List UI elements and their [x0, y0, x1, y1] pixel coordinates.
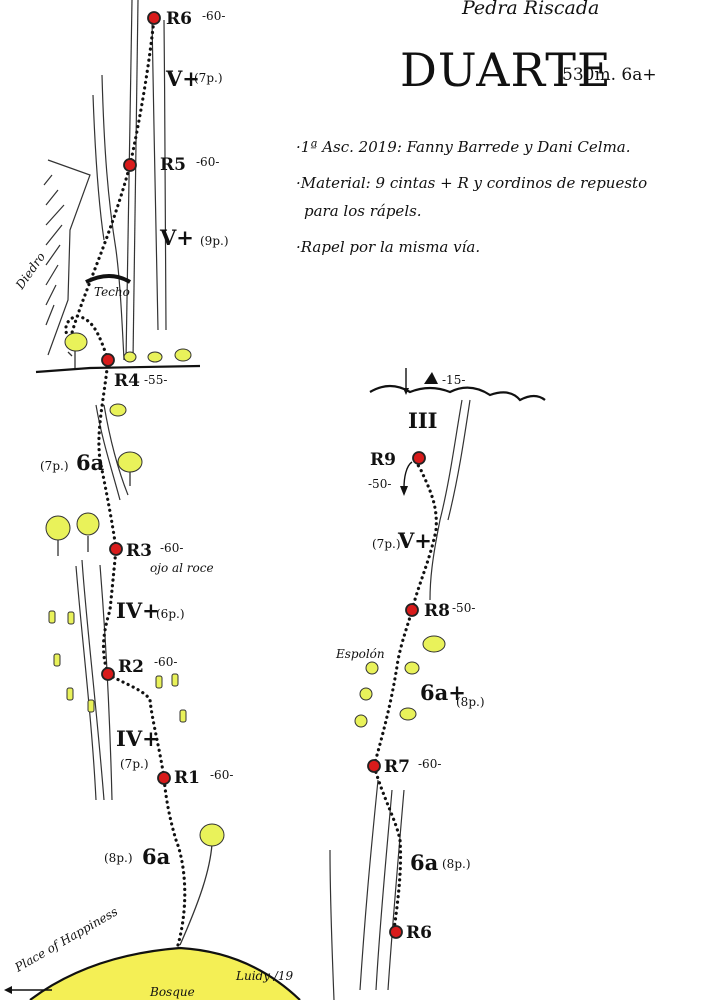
belay-r6-distance: -60- — [202, 9, 225, 23]
belay-r1-distance: -60- — [210, 768, 233, 782]
note-material: ·Material: 9 cintas + R y cordinos de re… — [296, 174, 647, 192]
belay-r8-distance: -50- — [452, 601, 475, 615]
belay-r9-label: R9 — [370, 450, 396, 470]
rope-pitch-4 — [97, 358, 118, 551]
right-rock-lines — [329, 368, 546, 1000]
forest-outline — [29, 946, 301, 1000]
rappel-arrow-line — [403, 461, 413, 489]
belay-r9-icon — [412, 451, 426, 465]
pitch-3-grade: IV+ — [116, 598, 160, 623]
route-title: DUARTE — [400, 43, 612, 97]
belay-r8-icon — [405, 603, 419, 617]
roof-label: Techo — [94, 285, 130, 299]
pitch-4-grade: 6a — [76, 450, 105, 475]
pitch-2-grade: IV+ — [116, 726, 160, 751]
rope-pitch-2 — [106, 672, 166, 780]
belay-r7-distance: -60- — [418, 757, 441, 771]
rope-pitch-1 — [162, 776, 187, 947]
pitch-7-bolts: (8p.) — [442, 857, 471, 871]
place-arrow-icon — [4, 986, 12, 994]
signature: Luidy /19 — [235, 969, 293, 983]
belay-r4-icon — [101, 353, 115, 367]
pitch-5-bolts: (9p.) — [200, 234, 229, 248]
pitch-8-bolts: (8p.) — [456, 695, 485, 709]
belay-r3-label: R3 — [126, 541, 152, 561]
note-material-cont: para los rápels. — [304, 202, 422, 220]
forest-label: Bosque — [149, 985, 195, 999]
spur-label: Espolón — [335, 647, 385, 661]
belay-r4-label: R4 — [114, 371, 140, 391]
pitch-7-grade: 6a — [410, 850, 439, 875]
left-trees — [45, 332, 225, 946]
belay-r2-distance: -60- — [154, 655, 177, 669]
belay-r3-icon — [109, 542, 123, 556]
belay-r5-distance: -60- — [196, 155, 219, 169]
belay-r7-label: R7 — [384, 757, 410, 777]
pitch-4-bolts: (7p.) — [40, 459, 69, 473]
right-shrubs — [354, 635, 446, 728]
pitch-10-grade: III — [408, 408, 437, 433]
pitch-9-grade: V+ — [397, 528, 432, 553]
belay-r1-label: R1 — [174, 768, 200, 788]
pitch-1-bolts: (8p.) — [104, 851, 133, 865]
rope-pitch-5 — [64, 163, 132, 362]
note-first-ascent: ·1ª Asc. 2019: Fanny Barrede y Dani Celm… — [296, 138, 631, 156]
belay-r3-distance: -60- — [160, 541, 183, 555]
rope-pitch-9 — [410, 454, 438, 612]
route-stats: 530m. 6a+ — [562, 65, 657, 85]
belay-r6b-label: R6 — [406, 923, 432, 943]
belay-r6-icon — [147, 11, 161, 25]
slab-label: Diedro — [12, 250, 48, 293]
pitch-6-bolts: (7p.) — [194, 71, 223, 85]
rope-pitch-6 — [128, 16, 156, 167]
belay-r6-label: R6 — [166, 9, 192, 29]
forest-mound — [30, 948, 300, 1000]
left-shrubs — [48, 610, 187, 723]
rope-pitch-3 — [101, 547, 118, 676]
summit-distance: -15- — [442, 373, 465, 387]
pitch-5-grade: V+ — [159, 225, 194, 250]
crag-name: Pedra Riscada — [461, 0, 599, 19]
pitch-2-bolts: (7p.) — [120, 757, 149, 771]
belay-r7-icon — [367, 759, 381, 773]
belay-r5-label: R5 — [160, 155, 186, 175]
pitch-3-bolts: (6p.) — [156, 607, 185, 621]
belay-r8-label: R8 — [424, 601, 450, 621]
rappel-arrow-icon — [400, 486, 408, 496]
pitch-6-grade: V+ — [165, 66, 200, 91]
rope-pitch-7 — [372, 764, 403, 932]
belay-r1-icon — [157, 771, 171, 785]
belay-r2-icon — [101, 667, 115, 681]
belay-r6b-icon — [389, 925, 403, 939]
rope-pitch-8 — [372, 608, 414, 768]
pitch-1-grade: 6a — [142, 844, 171, 869]
belay-r4-distance: -55- — [144, 373, 167, 387]
note-rappel: ·Rapel por la misma vía. — [296, 238, 480, 256]
warning-label: ojo al roce — [150, 561, 214, 575]
belay-r2-label: R2 — [118, 657, 144, 677]
belay-r5-icon — [123, 158, 137, 172]
belay-r9-distance: -50- — [368, 477, 391, 491]
pitch-8-grade: 6a+ — [420, 680, 466, 705]
pitch-9-bolts: (7p.) — [372, 537, 401, 551]
